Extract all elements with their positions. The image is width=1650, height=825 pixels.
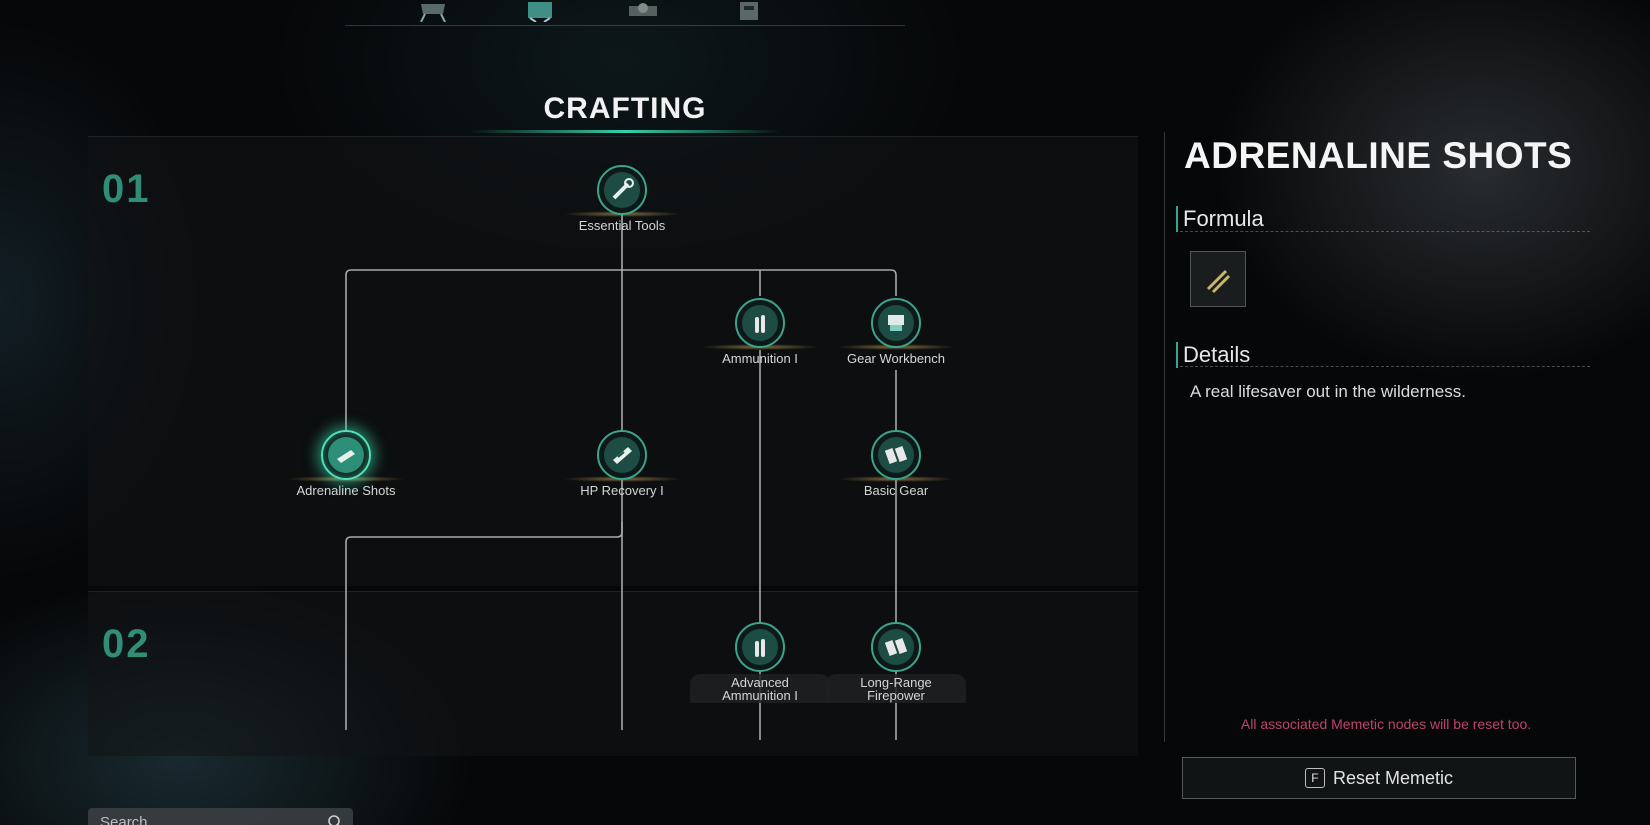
detail-title: ADRENALINE SHOTS: [1184, 135, 1573, 176]
key-hint-f: F: [1304, 768, 1325, 788]
storage-icon[interactable]: [725, 0, 771, 22]
syringe-icon: [321, 430, 371, 480]
node-label: Essential Tools: [578, 218, 666, 233]
bullets-icon: [735, 622, 785, 672]
bandage-icon: [597, 430, 647, 480]
gear-bench-icon[interactable]: [620, 0, 666, 22]
details-heading: Details: [1176, 342, 1586, 368]
bullets-icon: [735, 298, 785, 348]
search-box[interactable]: [88, 808, 353, 825]
syringe-icon: [1206, 269, 1231, 294]
node-label: Advanced Ammunition I: [690, 674, 830, 703]
section-divider: [1180, 366, 1590, 367]
gear-parts-icon: [871, 622, 921, 672]
node-label: Ammunition I: [722, 351, 798, 366]
node-label: Gear Workbench: [846, 351, 946, 366]
formula-heading: Formula: [1176, 206, 1586, 232]
node-advanced-ammunition-1[interactable]: Advanced Ammunition I: [690, 622, 830, 703]
node-gear-workbench[interactable]: Gear Workbench: [826, 298, 966, 365]
node-label: Adrenaline Shots: [296, 483, 396, 498]
top-nav-bar: [345, 0, 905, 26]
node-ammunition-1[interactable]: Ammunition I: [690, 298, 830, 365]
section-divider: [1180, 231, 1590, 232]
tier-panel-02: 02: [88, 591, 1138, 756]
tools-icon: [597, 165, 647, 215]
node-label: Basic Gear: [863, 483, 929, 498]
search-icon[interactable]: [327, 814, 343, 825]
tier-number: 02: [102, 622, 151, 666]
node-label: Long-Range Firepower: [826, 674, 966, 703]
node-label-line: Long-Range: [860, 675, 932, 690]
reset-warning: All associated Memetic nodes will be res…: [1240, 716, 1532, 732]
gear-parts-icon: [871, 430, 921, 480]
tier-number: 01: [102, 167, 151, 211]
node-label-line: Advanced: [731, 675, 789, 690]
node-essential-tools[interactable]: Essential Tools: [552, 165, 692, 232]
node-label-line: Ammunition I: [722, 688, 798, 703]
node-basic-gear[interactable]: Basic Gear: [826, 430, 966, 497]
node-label: HP Recovery I: [580, 483, 664, 498]
node-adrenaline-shots[interactable]: Adrenaline Shots: [276, 430, 416, 497]
workbench-icon[interactable]: [410, 0, 456, 22]
reset-memetic-button[interactable]: F Reset Memetic: [1182, 757, 1576, 799]
crafting-station-icon[interactable]: [517, 0, 563, 22]
title-underline-glow: [470, 130, 780, 133]
page-title: CRAFTING: [543, 92, 707, 125]
node-label-line: Firepower: [867, 688, 925, 703]
workbench-icon: [871, 298, 921, 348]
reset-memetic-label: Reset Memetic: [1332, 767, 1454, 788]
search-input[interactable]: [100, 812, 320, 825]
node-long-range-firepower[interactable]: Long-Range Firepower: [826, 622, 966, 703]
node-hp-recovery-1[interactable]: HP Recovery I: [552, 430, 692, 497]
item-description: A real lifesaver out in the wilderness.: [1190, 382, 1466, 401]
panel-divider: [1164, 132, 1165, 742]
formula-item-slot[interactable]: [1190, 251, 1246, 307]
